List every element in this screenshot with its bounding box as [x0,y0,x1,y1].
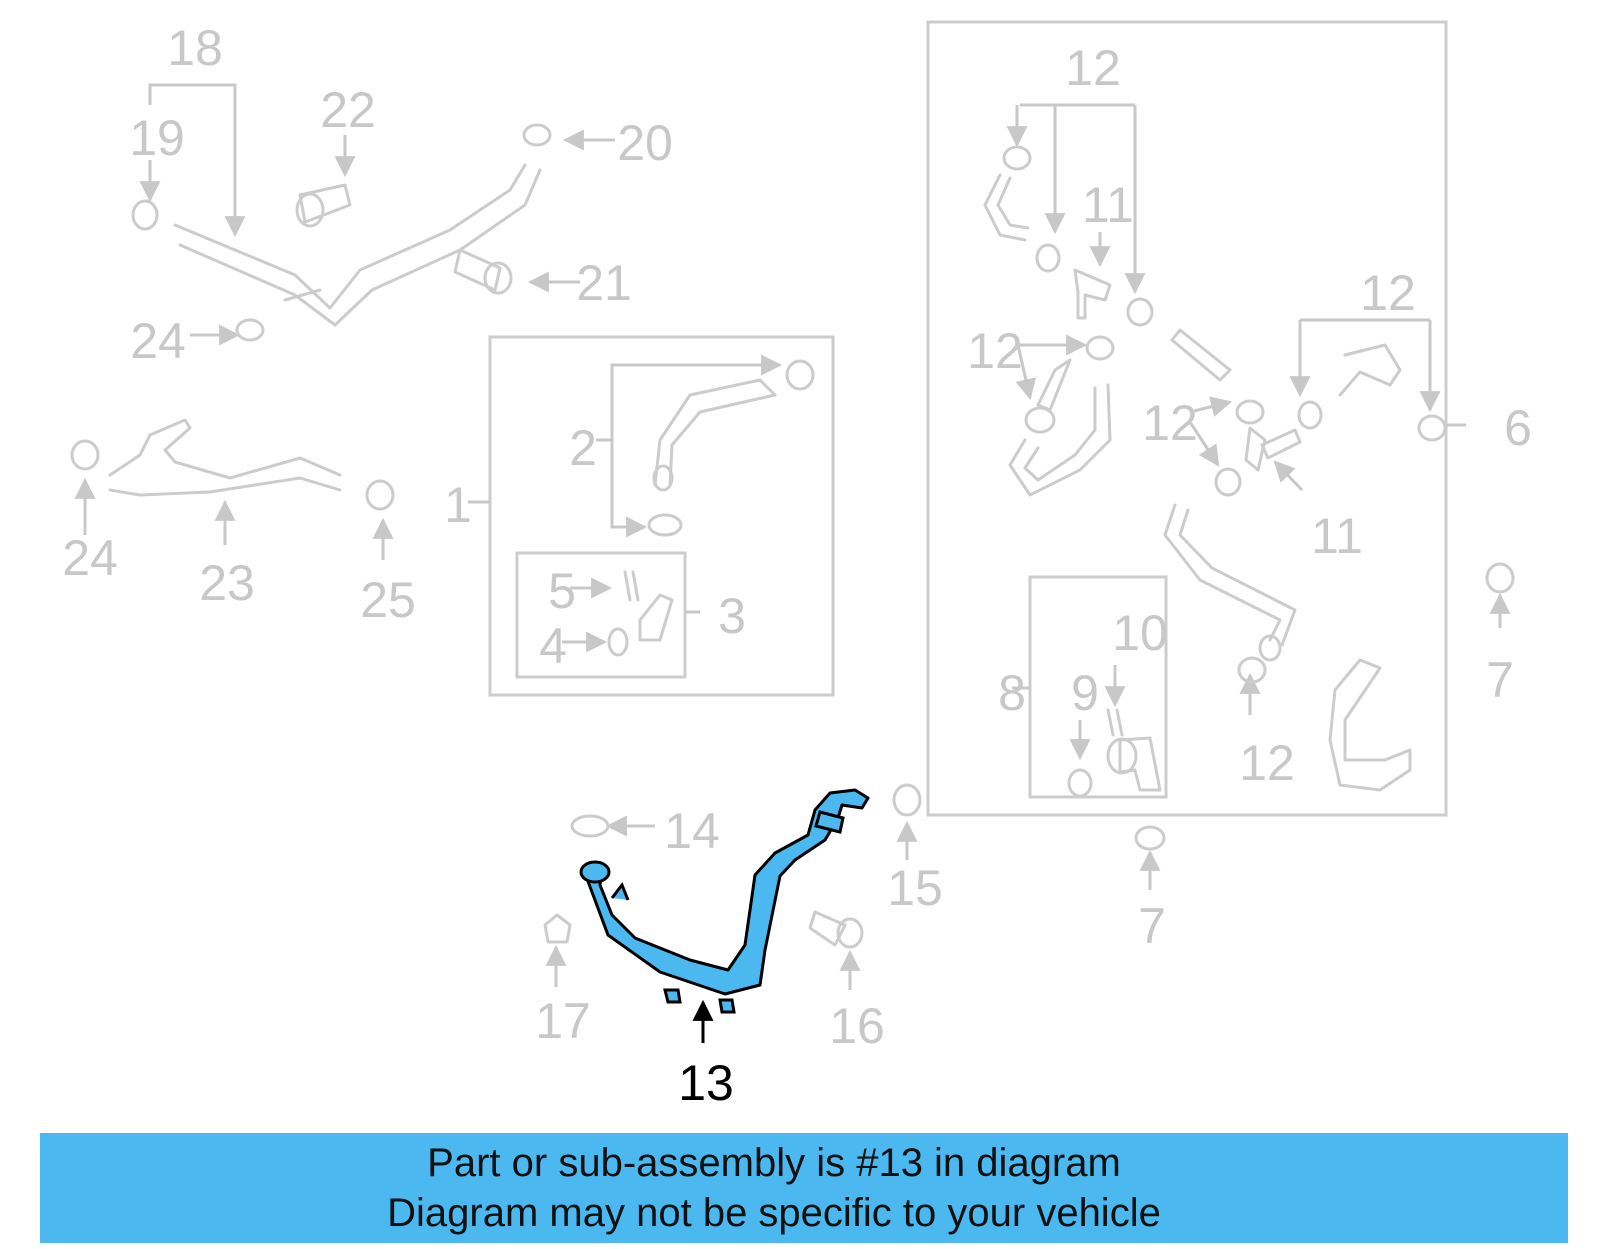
bolt-head-icon [295,192,325,228]
callout-label[interactable]: 22 [320,82,376,138]
nut-icon [543,913,572,944]
box-assembly-6 [926,20,1466,817]
callout-label[interactable]: 11 [1082,177,1134,233]
callout-label[interactable]: 14 [664,803,720,859]
bolt-icon [453,248,502,292]
callout-label[interactable]: 12 [1142,395,1198,451]
callout-label[interactable]: 19 [129,110,185,166]
callout-label[interactable]: 4 [539,618,567,674]
clamp-icon [647,513,683,537]
callout-label[interactable]: 12 [967,323,1023,379]
bolt-icon [808,910,847,947]
callout-label[interactable]: 7 [1138,898,1166,954]
info-banner: Part or sub-assembly is #13 in diagram D… [40,1133,1568,1243]
part-13-water-pipe[interactable] [579,788,870,1014]
callout-label[interactable]: 8 [998,665,1026,721]
callout-label[interactable]: 6 [1504,400,1532,456]
callout-label[interactable]: 10 [1112,605,1168,661]
callout-label[interactable]: 20 [617,115,673,171]
clamp-7-bottom [1134,825,1166,890]
callout-label[interactable]: 7 [1486,652,1514,708]
clamp-icon [70,439,100,471]
clamp-icon [235,318,265,342]
clip-icon [623,570,640,602]
callout-label[interactable]: 18 [167,20,223,76]
clamp-icon [892,783,922,817]
assembly-23 [70,418,395,560]
callout-labels: 18 19 22 20 21 24 24 23 25 1 2 5 4 3 12 … [62,20,1532,1111]
callout-label[interactable]: 1 [444,477,472,533]
callout-label[interactable]: 17 [535,993,591,1049]
callout-label[interactable]: 23 [199,555,255,611]
callout-label[interactable]: 12 [1065,40,1121,96]
elbow-icon [638,593,674,642]
callout-label[interactable]: 15 [887,860,943,916]
callout-label[interactable]: 24 [62,530,118,586]
callout-label[interactable]: 3 [718,588,746,644]
callout-label[interactable]: 24 [130,313,186,369]
assembly-18 [131,83,615,346]
callout-label[interactable]: 16 [829,998,885,1054]
banner-line-2: Diagram may not be specific to your vehi… [387,1191,1161,1235]
callout-label[interactable]: 25 [360,572,416,628]
banner-line-1: Part or sub-assembly is #13 in diagram [427,1141,1121,1185]
callout-label[interactable]: 9 [1071,665,1099,721]
callout-label[interactable]: 11 [1311,508,1363,564]
bolt-head-icon [483,261,513,295]
clamp-icon [365,479,395,511]
o-ring-icon [131,199,159,231]
assembly-13 [543,783,922,1043]
callout-label[interactable]: 21 [576,255,632,311]
clamp-icon [785,359,815,391]
clamp-7-right [1485,562,1515,628]
clamp-icon [570,814,610,838]
callout-label[interactable]: 5 [548,563,576,619]
clamp-icon [522,123,552,147]
bolt-icon [298,183,352,224]
callout-label-active[interactable]: 13 [678,1055,734,1111]
callout-label[interactable]: 2 [569,420,597,476]
bolt-head-icon [836,917,864,949]
callout-label[interactable]: 12 [1360,265,1416,321]
o-ring-icon [607,627,629,657]
box-assembly-1 [468,335,835,697]
callout-label[interactable]: 12 [1239,735,1295,791]
